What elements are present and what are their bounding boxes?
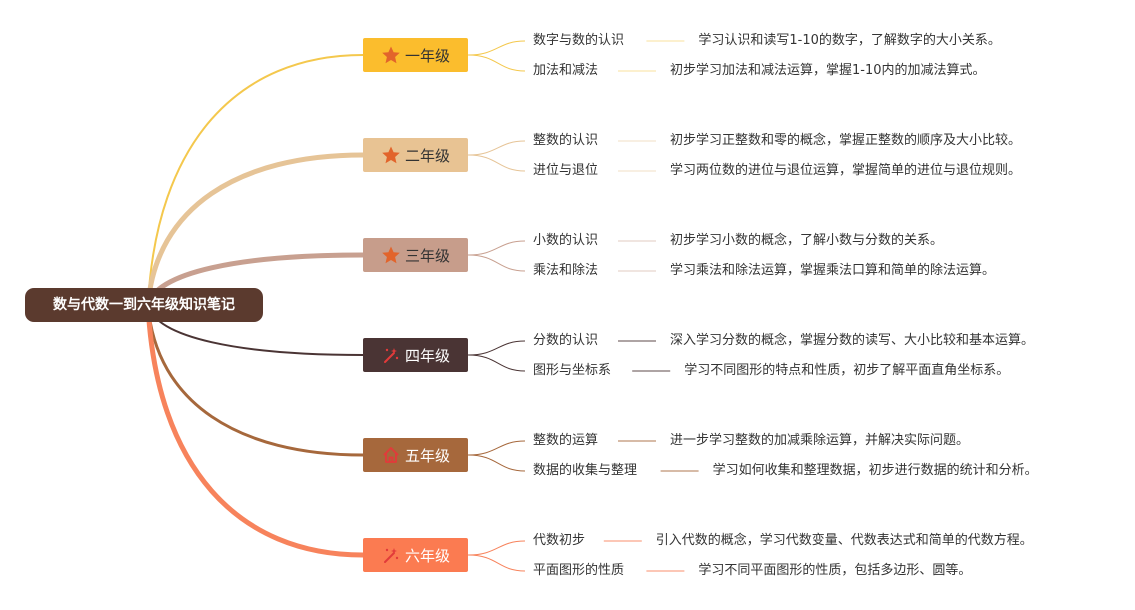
grade-label: 五年级 (405, 446, 451, 465)
topic-description[interactable]: 初步学习加法和减法运算，掌握1-10内的加减法算式。 (670, 63, 986, 78)
grade-node-1[interactable]: 一年级 (363, 38, 468, 72)
topic-label[interactable]: 数字与数的认识 (533, 33, 625, 48)
topic-label[interactable]: 平面图形的性质 (533, 563, 625, 578)
topic-connector (467, 454, 526, 472)
star-icon (381, 145, 401, 165)
topic-description[interactable]: 学习如何收集和整理数据，初步进行数据的统计和分析。 (712, 463, 1038, 478)
topic-connector (467, 540, 526, 556)
topic-label[interactable]: 分数的认识 (533, 333, 599, 348)
topic-description[interactable]: 初步学习小数的概念，了解小数与分数的关系。 (670, 233, 944, 248)
topic-connector (467, 240, 526, 256)
sparkle-icon (381, 345, 401, 365)
topic-label[interactable]: 乘法和除法 (533, 263, 599, 278)
grade-label: 三年级 (405, 246, 451, 265)
grade-node-4[interactable]: 四年级 (363, 338, 468, 372)
grade-node-5[interactable]: 五年级 (363, 438, 468, 472)
topic-label[interactable]: 进位与退位 (533, 163, 599, 178)
topic-description[interactable]: 引入代数的概念，学习代数变量、代数表达式和简单的代数方程。 (655, 533, 1033, 548)
topic-connector (467, 440, 526, 456)
star-icon (381, 45, 401, 65)
grade-node-2[interactable]: 二年级 (363, 138, 468, 172)
sparkle-icon (381, 545, 401, 565)
topic-label[interactable]: 加法和减法 (533, 63, 599, 78)
branch-line-1 (147, 54, 364, 306)
topic-connector (467, 254, 526, 272)
branch-line-5 (146, 303, 365, 457)
topic-connector (467, 354, 526, 372)
grade-label: 六年级 (405, 546, 451, 565)
topic-description[interactable]: 学习认识和读写1-10的数字，了解数字的大小关系。 (698, 33, 1001, 48)
branch-line-6 (145, 302, 366, 558)
topic-description[interactable]: 学习不同平面图形的性质，包括多边形、圆等。 (698, 563, 972, 578)
topic-label[interactable]: 整数的认识 (533, 133, 599, 148)
topic-description[interactable]: 进一步学习整数的加减乘除运算，并解决实际问题。 (670, 433, 970, 448)
topic-label[interactable]: 小数的认识 (533, 233, 599, 248)
topic-connector (467, 154, 526, 172)
house-icon (381, 445, 401, 465)
topic-description[interactable]: 初步学习正整数和零的概念，掌握正整数的顺序及大小比较。 (670, 133, 1022, 148)
grade-label: 二年级 (405, 146, 451, 165)
topic-label[interactable]: 代数初步 (533, 533, 586, 548)
topic-connector (467, 54, 526, 72)
topic-description[interactable]: 深入学习分数的概念，掌握分数的读写、大小比较和基本运算。 (670, 333, 1035, 348)
grade-node-6[interactable]: 六年级 (363, 538, 468, 572)
topic-connector (467, 40, 526, 56)
star-icon (381, 245, 401, 265)
topic-description[interactable]: 学习两位数的进位与退位运算，掌握简单的进位与退位规则。 (670, 163, 1022, 178)
branch-line-2 (145, 152, 366, 308)
topic-description[interactable]: 学习不同图形的特点和性质，初步了解平面直角坐标系。 (684, 363, 1010, 378)
topic-label[interactable]: 图形与坐标系 (533, 363, 612, 378)
grade-label: 一年级 (405, 46, 451, 65)
topic-connector (467, 554, 526, 572)
topic-description[interactable]: 学习乘法和除法运算，掌握乘法口算和简单的除法运算。 (670, 263, 996, 278)
topic-label[interactable]: 数据的收集与整理 (533, 463, 638, 478)
grade-node-3[interactable]: 三年级 (363, 238, 468, 272)
root-node[interactable]: 数与代数一到六年级知识笔记 (25, 288, 263, 322)
topic-connector (467, 340, 526, 356)
topic-connector (467, 140, 526, 156)
grade-label: 四年级 (405, 346, 451, 365)
topic-label[interactable]: 整数的运算 (533, 433, 599, 448)
